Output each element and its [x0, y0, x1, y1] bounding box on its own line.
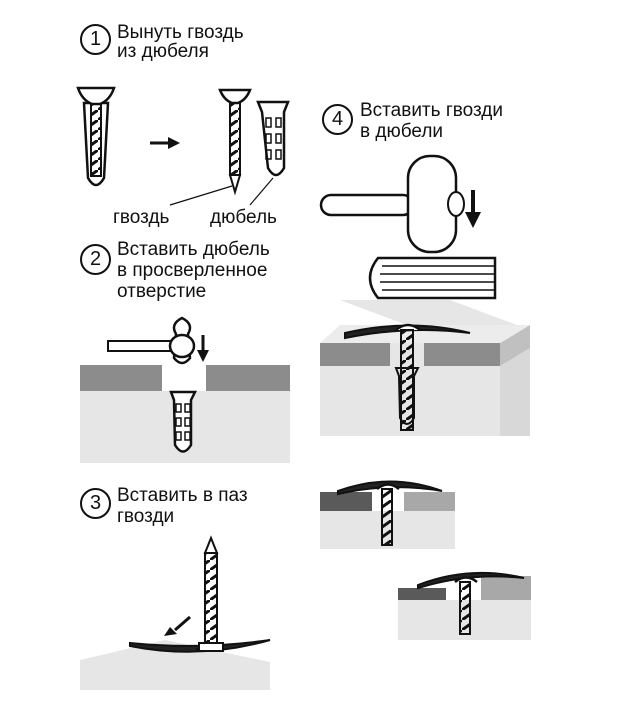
step4-down-arrow	[465, 190, 481, 228]
step-2-number: 2	[80, 244, 111, 275]
step-2-title-line3: отверстие	[117, 281, 207, 302]
step4-mallet	[319, 154, 465, 254]
step2-dowel	[169, 390, 198, 453]
step1-leader-lines	[169, 177, 274, 206]
step-1-number: 1	[80, 24, 111, 55]
step-3-title-line2: гвозди	[117, 506, 175, 527]
step3-arrow	[164, 615, 191, 636]
step4-floor-block	[320, 300, 530, 436]
step4-wood-block	[368, 256, 497, 300]
step-3-title-line1: Вставить в паз	[117, 485, 248, 506]
step2-down-arrow	[197, 335, 209, 362]
step3-floor	[80, 640, 270, 690]
step-3-number: 3	[80, 488, 111, 519]
result-view-1	[320, 480, 455, 549]
step1-dowel	[256, 100, 290, 177]
step-2-title-line2: в просверленное	[117, 260, 268, 281]
step1-nail	[218, 88, 252, 196]
step-4-title-line1: Вставить гвозди	[360, 100, 503, 121]
result-view-2	[398, 571, 531, 640]
step-4-number: 4	[322, 104, 353, 135]
step2-hammer	[107, 316, 196, 365]
step-4-title-line2: в дюбели	[360, 121, 444, 142]
step-1-title-line2: из дюбеля	[117, 41, 209, 62]
dowel-caption: дюбель	[210, 207, 277, 228]
step-2-title-line1: Вставить дюбель	[117, 239, 270, 260]
step4-strip-and-nail	[344, 323, 471, 431]
step1-nail-in-dowel	[76, 86, 116, 187]
step-1-title-line1: Вынуть гвоздь	[117, 22, 244, 43]
step3-nail	[198, 535, 224, 652]
nail-caption: гвоздь	[113, 207, 170, 228]
step1-arrow	[150, 137, 180, 149]
